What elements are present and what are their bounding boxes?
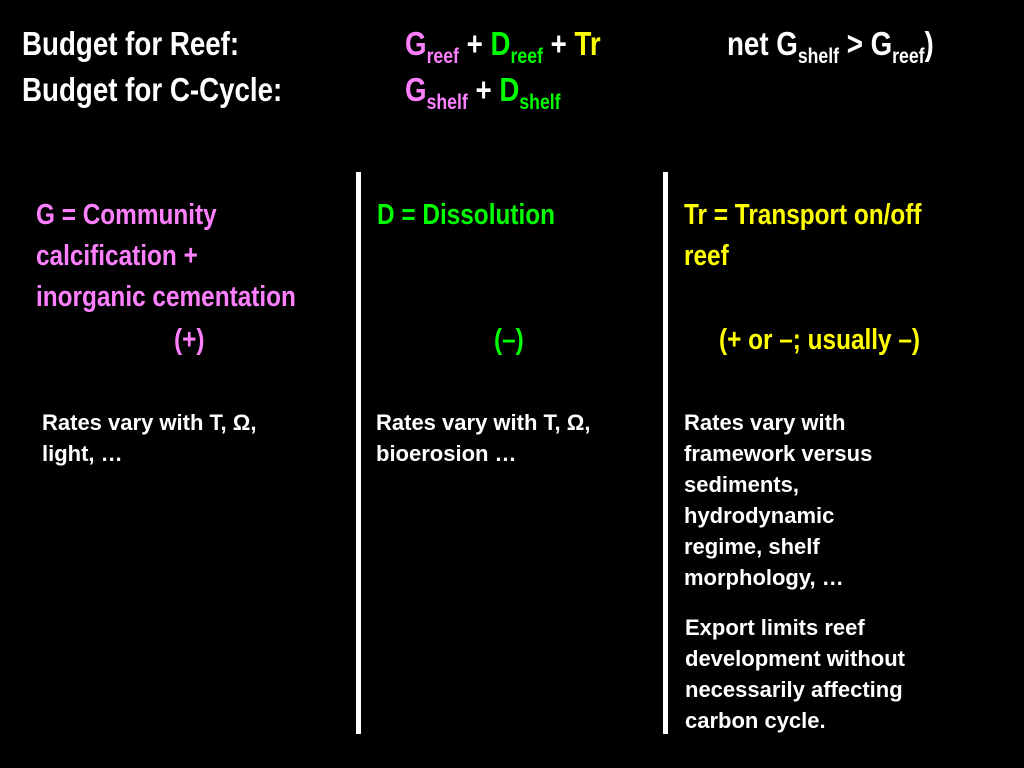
export-limits-note: Export limits reef development without n…: [685, 615, 905, 733]
calcification-rates-text: Rates vary with T, Ω, light, …: [42, 410, 257, 466]
transport-sign: (+ or –; usually –): [719, 324, 921, 356]
column-divider-right: [663, 172, 668, 734]
net-shelf-comparison: net Gshelf > Greef): [727, 25, 934, 68]
c-cycle-budget-label: Budget for C-Cycle:: [22, 71, 283, 108]
transport-definition: Tr = Transport on/off reef: [684, 199, 922, 272]
reef-dissolution-term: Dreef: [490, 25, 543, 68]
dissolution-definition: D = Dissolution: [377, 199, 555, 231]
reef-budget-label: Budget for Reef:: [22, 25, 240, 62]
reef-gross-term: Greef: [405, 25, 459, 68]
calcification-sign: (+): [174, 324, 205, 356]
calcification-definition: G = Community calcification + inorganic …: [36, 199, 296, 313]
c-cycle-budget-equation: Gshelf + Dshelf: [405, 71, 561, 114]
reef-budget-equation: Greef + Dreef + Tr: [405, 25, 601, 68]
column-divider-left: [356, 172, 361, 734]
shelf-gross-term: Gshelf: [405, 71, 468, 114]
transport-term: Tr: [574, 25, 601, 62]
transport-rates-text: Rates vary with framework versus sedimen…: [684, 410, 873, 590]
shelf-dissolution-term: Dshelf: [499, 71, 561, 114]
dissolution-rates-text: Rates vary with T, Ω, bioerosion …: [376, 410, 591, 466]
dissolution-sign: (–): [494, 324, 524, 356]
